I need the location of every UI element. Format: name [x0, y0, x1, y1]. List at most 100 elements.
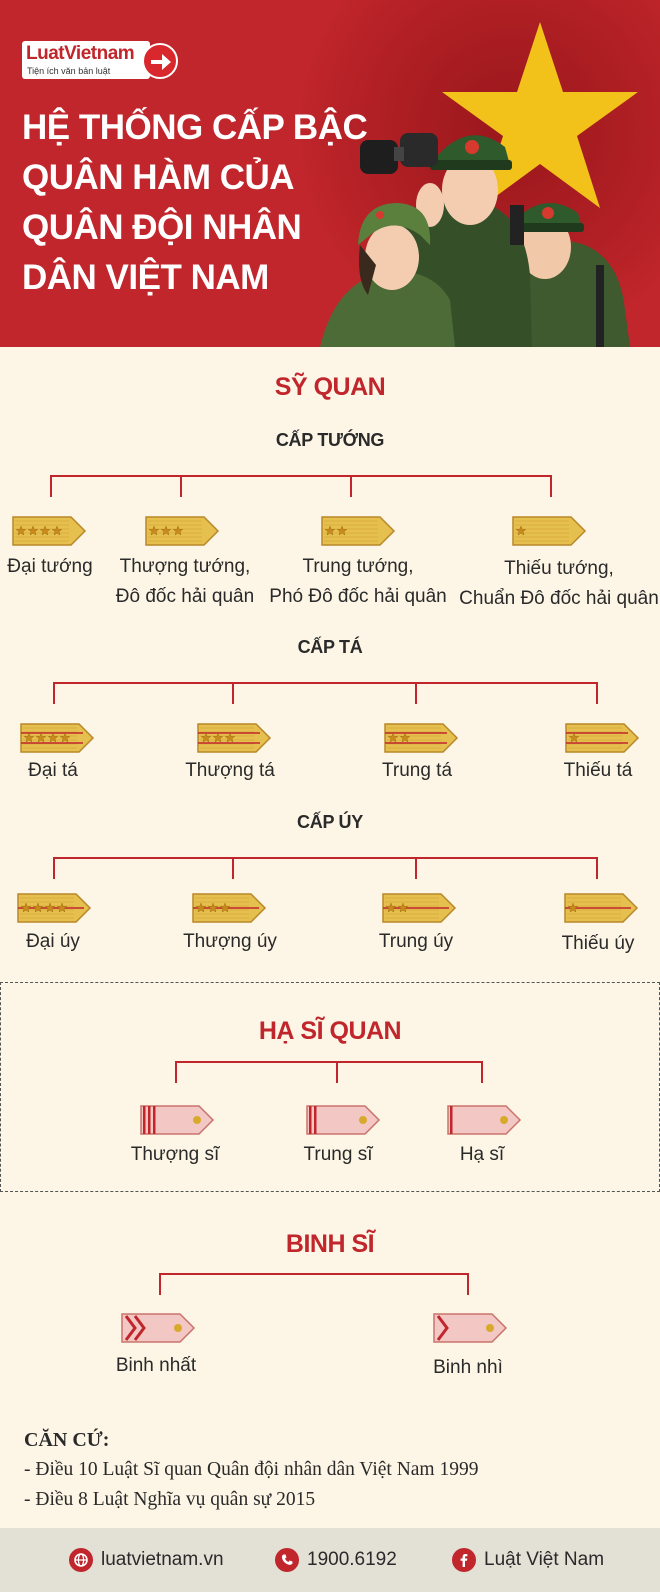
shoulder-board-trung-uy-graphic	[382, 893, 457, 923]
shoulder-board-dai-ta-graphic	[20, 723, 95, 753]
rank-label-thuong-ta: Thượng tá	[185, 760, 275, 781]
shoulder-board-ha-si	[446, 1104, 524, 1141]
legal-basis-label: CĂN CỨ:	[24, 1429, 110, 1451]
logo-tagline: Tiện ích văn bản luật	[27, 66, 111, 76]
tree-connector	[53, 857, 598, 859]
tree-connector	[550, 475, 552, 497]
legal-basis-item: - Điều 8 Luật Nghĩa vụ quân sự 2015	[24, 1489, 316, 1510]
tree-connector	[159, 1273, 469, 1275]
logo-text: LuatVietnam	[26, 43, 135, 64]
rank-label-thieu-ta: Thiếu tá	[563, 760, 633, 781]
arrow-right-icon	[142, 43, 178, 79]
rank-label-thuong-tuong: Thượng tướng,Đô đốc hải quân	[115, 556, 255, 607]
shoulder-board-binh-nhat-graphic	[121, 1313, 196, 1343]
shoulder-board-trung-tuong-graphic	[321, 516, 396, 546]
shoulder-board-trung-si-graphic	[306, 1105, 381, 1135]
shoulder-board-thuong-si	[139, 1104, 217, 1141]
tree-connector	[350, 475, 352, 497]
shoulder-board-dai-ta	[19, 722, 97, 759]
page-title-line: QUÂN HÀM CỦA	[22, 158, 295, 197]
tree-connector	[53, 682, 55, 704]
section-title-sy-quan: SỸ QUAN	[274, 373, 386, 401]
footer: luatvietnam.vn 1900.6192 Luật Việt Nam	[0, 1528, 660, 1592]
tree-connector	[596, 682, 598, 704]
tree-connector	[232, 682, 234, 704]
rank-label-trung-uy: Trung úy	[378, 931, 454, 952]
shoulder-board-thuong-uy-graphic	[192, 893, 267, 923]
shoulder-board-binh-nhat	[120, 1312, 198, 1349]
tree-connector	[50, 475, 552, 477]
rank-label-trung-ta: Trung tá	[381, 760, 453, 781]
rank-label-ha-si: Hạ sĩ	[459, 1144, 505, 1165]
page-title: HỆ THỐNG CẤP BẬC QUÂN HÀM CỦA QUÂN ĐỘI N…	[22, 103, 368, 303]
page-title-line: HỆ THỐNG CẤP BẬC	[22, 108, 368, 147]
shoulder-board-thieu-uy-graphic	[564, 893, 639, 923]
shoulder-board-thuong-ta-graphic	[197, 723, 272, 753]
legal-basis-item: - Điều 10 Luật Sĩ quan Quân đội nhân dân…	[24, 1459, 479, 1480]
shoulder-board-dai-tuong-graphic	[12, 516, 87, 546]
shoulder-board-thuong-ta	[196, 722, 274, 759]
shoulder-board-binh-nhi	[432, 1312, 510, 1349]
shoulder-board-thuong-uy	[191, 892, 269, 929]
soldiers-illustration	[320, 133, 630, 347]
shoulder-board-thuong-tuong	[144, 515, 222, 552]
rank-label-thieu-uy: Thiếu úy	[561, 933, 635, 954]
shoulder-board-thieu-ta-graphic	[565, 723, 640, 753]
shoulder-board-ha-si-graphic	[447, 1105, 522, 1135]
rank-label-thuong-uy: Thượng úy	[183, 931, 277, 952]
shoulder-board-dai-tuong	[11, 515, 89, 552]
footer-facebook-text: Luật Việt Nam	[484, 1549, 605, 1570]
globe-icon	[69, 1548, 93, 1572]
rank-label-binh-nhat: Binh nhất	[115, 1355, 197, 1376]
subsection-title-cap-uy: CẤP ÚY	[297, 812, 363, 832]
tree-connector	[50, 475, 52, 497]
shoulder-board-trung-uy	[381, 892, 459, 929]
tree-connector	[596, 857, 598, 879]
tree-connector	[53, 857, 55, 879]
shoulder-board-dai-uy-graphic	[17, 893, 92, 923]
footer-website-text: luatvietnam.vn	[101, 1549, 224, 1570]
shoulder-board-binh-nhi-graphic	[433, 1313, 508, 1343]
tree-connector	[232, 857, 234, 879]
shoulder-board-thieu-uy	[563, 892, 641, 929]
rank-label-binh-nhi: Binh nhì	[433, 1357, 503, 1378]
rank-label-thieu-tuong: Thiếu tướng,Chuẩn Đô đốc hải quân	[459, 558, 659, 609]
shoulder-board-trung-si	[305, 1104, 383, 1141]
shoulder-board-thuong-si-graphic	[140, 1105, 215, 1135]
phone-icon	[275, 1548, 299, 1572]
tree-connector	[180, 475, 182, 497]
rank-label-trung-si: Trung sĩ	[303, 1144, 373, 1165]
rank-label-dai-tuong: Đại tướng	[7, 556, 93, 577]
tree-connector	[175, 1061, 483, 1063]
tree-connector	[336, 1061, 338, 1083]
rank-label-dai-uy: Đại úy	[26, 931, 80, 952]
tree-connector	[415, 682, 417, 704]
shoulder-board-thieu-ta	[564, 722, 642, 759]
tree-connector	[159, 1273, 161, 1295]
gold-star-illustration	[442, 22, 638, 208]
shoulder-board-thuong-tuong-graphic	[145, 516, 220, 546]
subsection-title-cap-ta: CẤP TÁ	[297, 637, 363, 657]
luatvietnam-logo[interactable]: LuatVietnam Tiện ích văn bản luật	[22, 41, 178, 81]
tree-connector	[53, 682, 598, 684]
tree-connector	[415, 857, 417, 879]
tree-connector	[481, 1061, 483, 1083]
legal-basis: CĂN CỨ: - Điều 10 Luật Sĩ quan Quân đội …	[24, 1425, 644, 1515]
section-title-binh-si: BINH SĨ	[285, 1230, 375, 1258]
shoulder-board-trung-tuong	[320, 515, 398, 552]
footer-phone-text: 1900.6192	[307, 1549, 397, 1570]
rank-label-dai-ta: Đại tá	[28, 760, 78, 781]
facebook-icon	[452, 1548, 476, 1572]
subsection-title-cap-tuong: CẤP TƯỚNG	[275, 430, 385, 450]
rank-label-thuong-si: Thượng sĩ	[130, 1144, 220, 1165]
tree-connector	[175, 1061, 177, 1083]
shoulder-board-thieu-tuong	[511, 515, 589, 552]
shoulder-board-trung-ta-graphic	[384, 723, 459, 753]
rank-label-trung-tuong: Trung tướng,Phó Đô đốc hải quân	[269, 556, 447, 607]
header-banner: LuatVietnam Tiện ích văn bản luật HỆ THỐ…	[0, 0, 660, 347]
shoulder-board-trung-ta	[383, 722, 461, 759]
section-title-ha-si-quan: HẠ SĨ QUAN	[258, 1017, 402, 1045]
page-title-line: QUÂN ĐỘI NHÂN	[22, 208, 302, 247]
tree-connector	[467, 1273, 469, 1295]
page-title-line: DÂN VIỆT NAM	[22, 258, 269, 297]
